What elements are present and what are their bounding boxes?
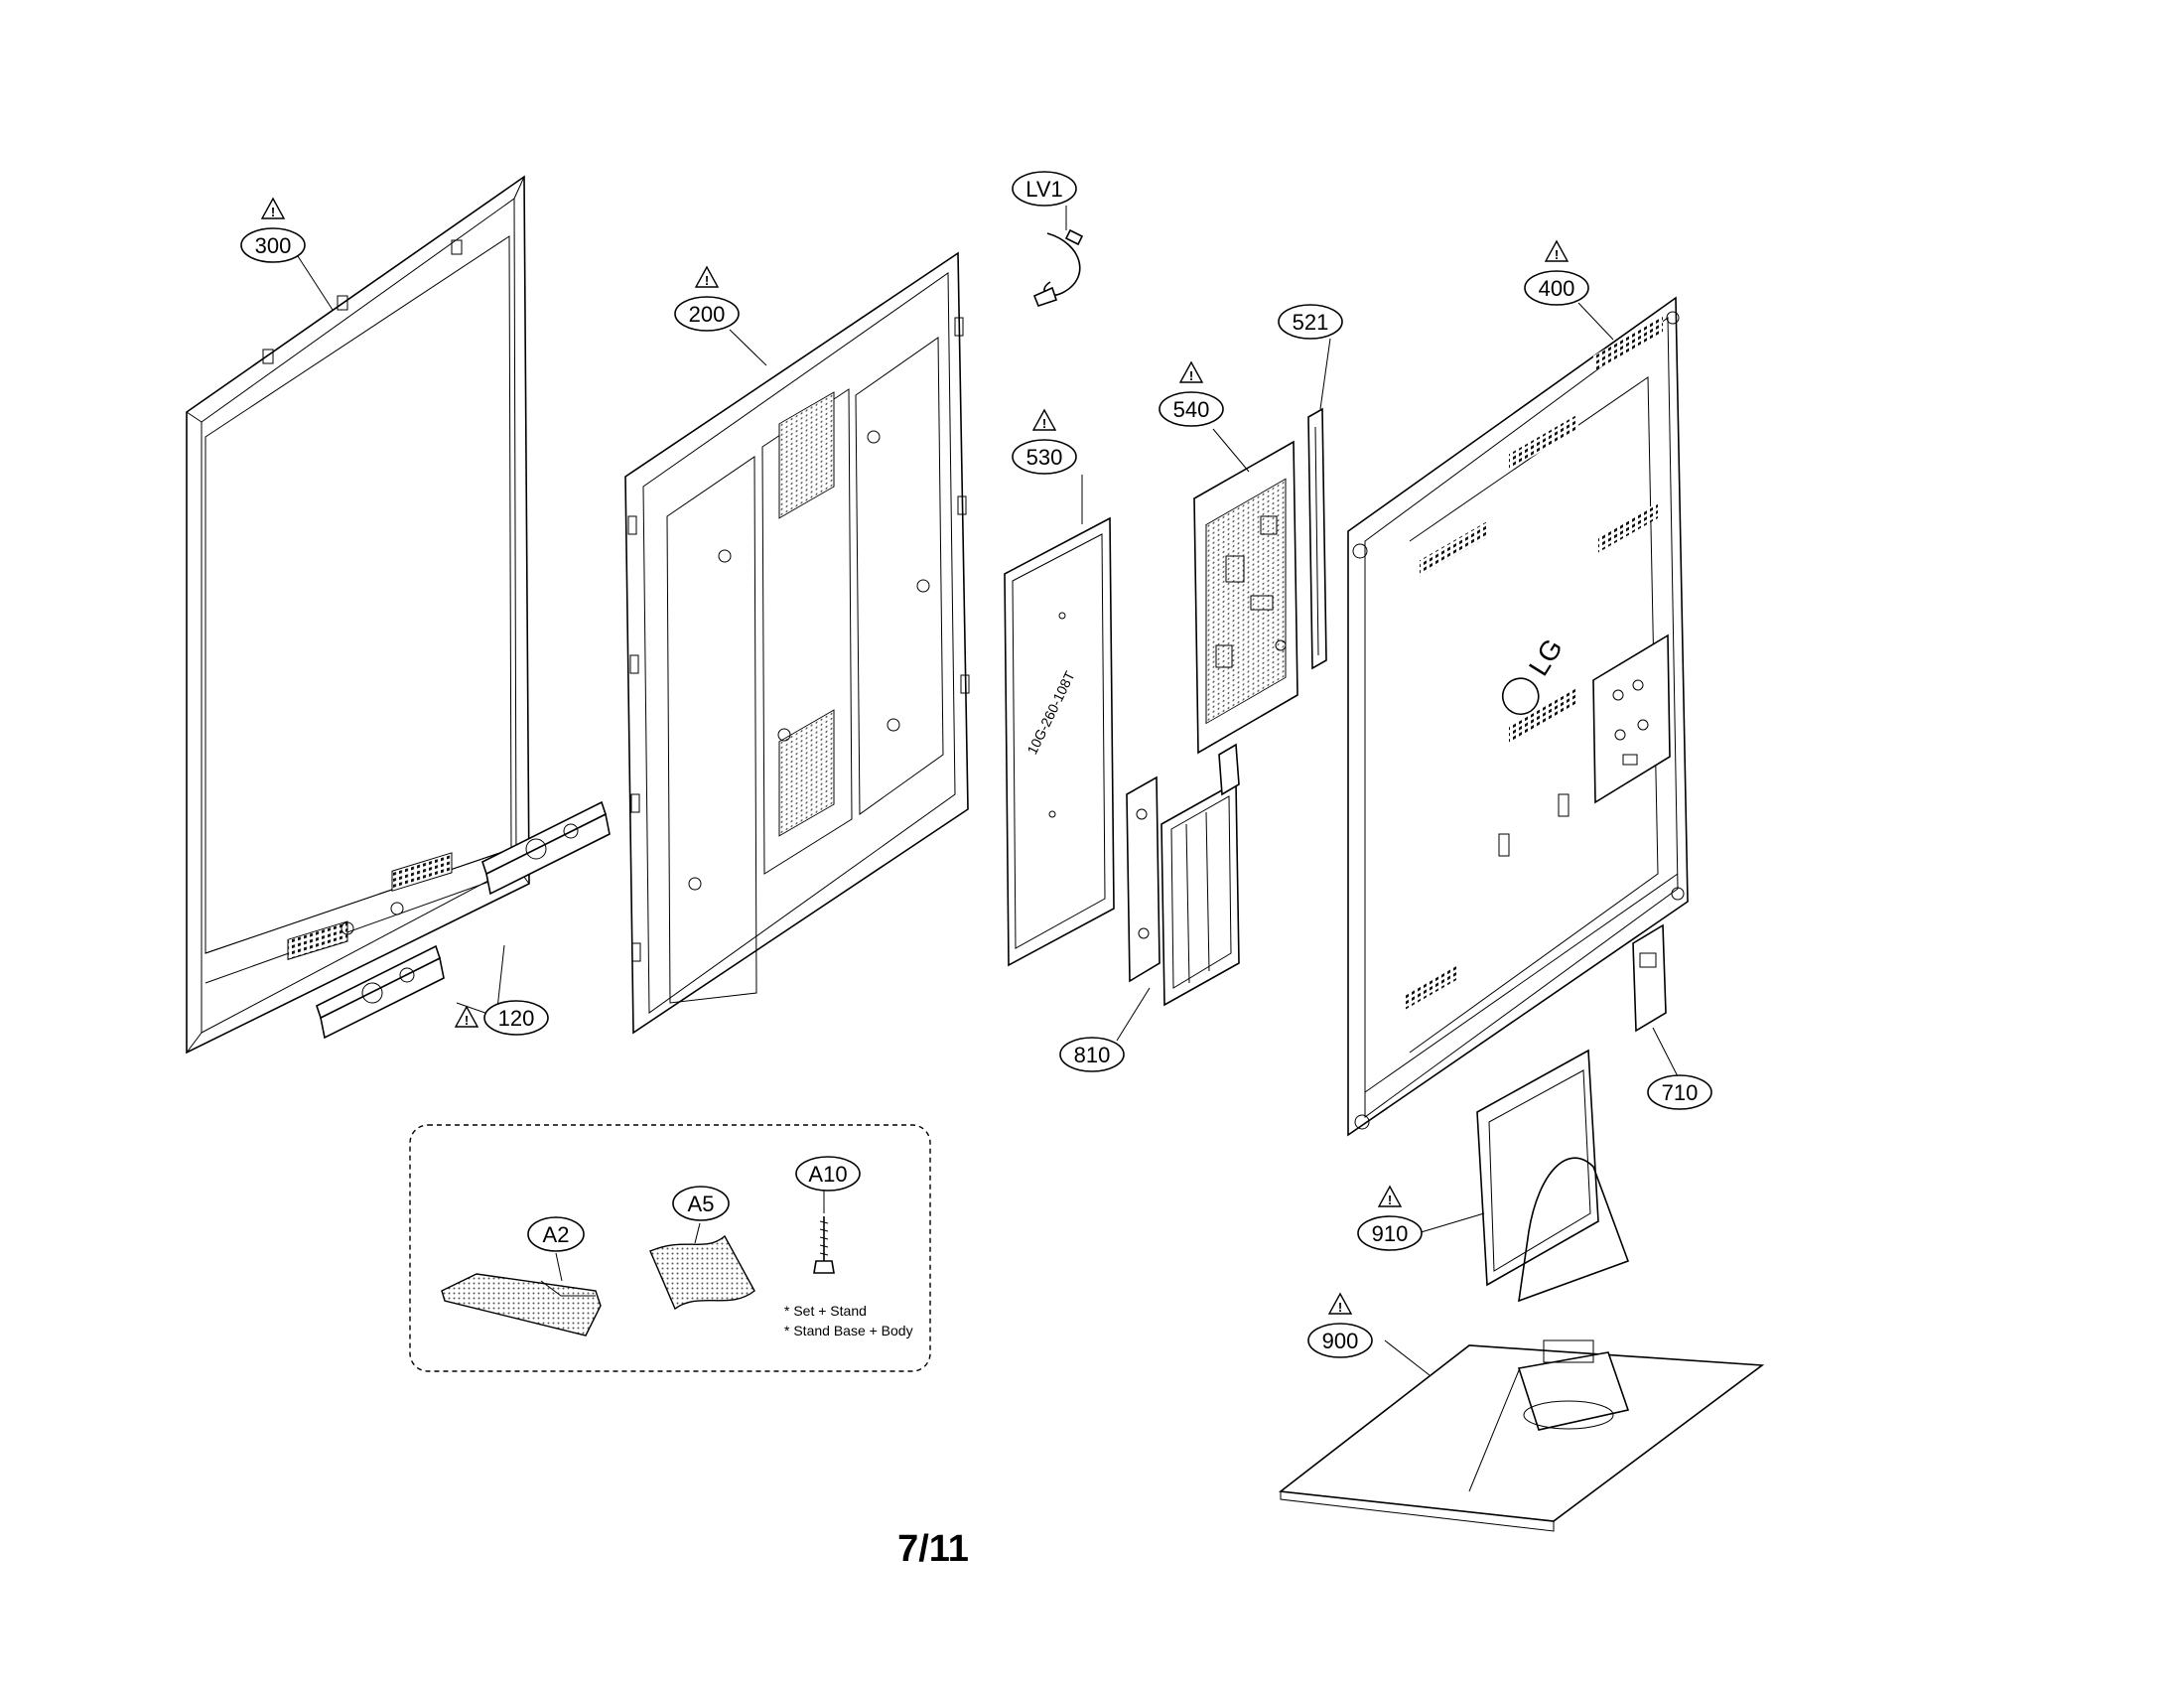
front-bezel-300 — [186, 175, 530, 1055]
warning-icon — [694, 265, 720, 288]
callout-910: 910! — [1357, 1185, 1423, 1251]
callout-a5: A5 — [672, 1186, 730, 1221]
warning-icon — [1377, 1185, 1403, 1207]
callout-label: 530 — [1026, 445, 1063, 470]
warning-icon — [1178, 360, 1204, 383]
warning-mark: ! — [1189, 368, 1193, 383]
stand-base-900 — [1278, 1339, 1765, 1532]
stand-neck-910 — [1476, 1049, 1630, 1303]
callout-ellipse — [1012, 171, 1077, 207]
warning-mark: ! — [705, 273, 709, 288]
callout-ellipse — [1524, 270, 1589, 306]
vent-grille — [1593, 315, 1663, 372]
warning-mark: ! — [1338, 1300, 1342, 1315]
callout-label: 400 — [1539, 276, 1575, 301]
callout-label: 810 — [1074, 1043, 1111, 1067]
callout-ellipse — [795, 1156, 861, 1192]
accessory-note-1: * Set + Stand — [784, 1303, 867, 1319]
main-chassis-200 — [624, 251, 970, 1035]
warning-icon — [1544, 239, 1570, 262]
callout-a10: A10 — [795, 1156, 861, 1192]
callout-400: 400! — [1524, 239, 1589, 306]
callout-label: 120 — [498, 1006, 535, 1031]
warning-icon — [454, 1005, 479, 1028]
callout-a2: A2 — [527, 1216, 585, 1252]
vent-grille — [1509, 414, 1578, 471]
accessory-a2 — [441, 1273, 602, 1336]
callout-ellipse — [483, 1000, 549, 1036]
warning-mark: ! — [1042, 416, 1046, 431]
cable-lv1 — [1032, 228, 1084, 307]
callout-ellipse — [1159, 391, 1224, 427]
callout-710: 710 — [1647, 1074, 1712, 1110]
callout-ellipse — [1059, 1037, 1125, 1072]
warning-mark: ! — [1388, 1193, 1392, 1207]
jack-cover-710 — [1632, 923, 1667, 1033]
shield-plate-530: 10G-260-108T — [1004, 516, 1115, 967]
callout-label: 300 — [255, 233, 292, 258]
callout-ellipse — [1278, 304, 1343, 340]
vent-grille — [1420, 519, 1489, 577]
callout-label: LV1 — [1025, 177, 1063, 202]
callout-120: 120! — [454, 1000, 549, 1036]
warning-icon — [1031, 408, 1057, 431]
callout-530: 530! — [1012, 408, 1077, 475]
accessory-note-2: * Stand Base + Body — [784, 1323, 913, 1338]
callout-label: 521 — [1293, 310, 1329, 335]
callout-521: 521 — [1278, 304, 1343, 340]
callout-300: 300! — [240, 197, 306, 263]
back-cover-400: LG — [1347, 296, 1689, 1137]
callout-label: 200 — [689, 302, 726, 327]
callout-label: 900 — [1322, 1329, 1359, 1353]
warning-mark: ! — [271, 205, 275, 219]
callout-810: 810 — [1059, 1037, 1125, 1072]
callout-ellipse — [1357, 1215, 1423, 1251]
accessory-box: * Set + Stand * Stand Base + Body — [409, 1124, 931, 1372]
accessory-a5 — [649, 1234, 755, 1311]
callout-ellipse — [1012, 439, 1077, 475]
callout-200: 200! — [674, 265, 740, 332]
main-board-540 — [1193, 440, 1298, 755]
callout-labels: 300!200!LV1530!540!521400!120!810710910!… — [240, 171, 1712, 1358]
callout-label: 540 — [1173, 397, 1210, 422]
callout-label: A10 — [808, 1162, 847, 1187]
page-number: 7/11 — [897, 1528, 969, 1570]
callout-label: A5 — [688, 1192, 715, 1216]
callout-ellipse — [672, 1186, 730, 1221]
warning-mark: ! — [1555, 247, 1559, 262]
speakers-120 — [316, 800, 611, 1040]
side-board-521 — [1307, 407, 1327, 670]
callout-900: 900! — [1307, 1292, 1373, 1358]
callout-ellipse — [1307, 1323, 1373, 1358]
callout-lv1: LV1 — [1012, 171, 1077, 207]
callout-ellipse — [1647, 1074, 1712, 1110]
vent-grille — [1509, 687, 1578, 744]
callout-label: 910 — [1372, 1221, 1409, 1246]
callout-ellipse — [674, 296, 740, 332]
vent-grille — [1405, 964, 1459, 1011]
callout-ellipse — [527, 1216, 585, 1252]
vent-grille — [1598, 501, 1658, 553]
warning-icon — [1327, 1292, 1353, 1315]
callout-540: 540! — [1159, 360, 1224, 427]
callout-label: 710 — [1662, 1080, 1699, 1105]
bracket-810 — [1126, 743, 1240, 1007]
callout-ellipse — [240, 227, 306, 263]
warning-mark: ! — [465, 1013, 469, 1028]
accessory-a10 — [813, 1216, 835, 1274]
callout-label: A2 — [543, 1222, 570, 1247]
warning-icon — [260, 197, 286, 219]
